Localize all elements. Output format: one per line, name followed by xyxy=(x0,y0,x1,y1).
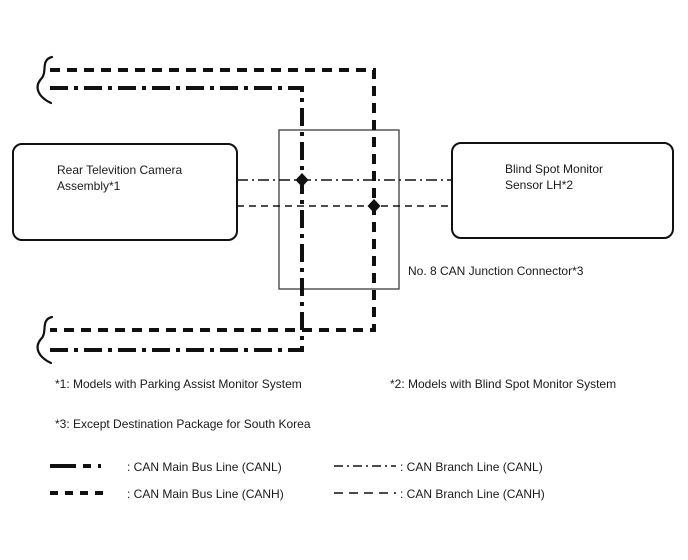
junction-box-label: No. 8 CAN Junction Connector*3 xyxy=(408,264,584,278)
can-main-bus-line-canh xyxy=(50,68,376,332)
footnote-3: *3: Except Destination Package for South… xyxy=(55,417,311,431)
junction-connector-box xyxy=(278,129,400,290)
right-box-label: Blind Spot Monitor Sensor LH*2 xyxy=(505,162,604,192)
right-component-box xyxy=(451,142,674,239)
left-component-box xyxy=(12,143,238,241)
wire-break-symbol-top xyxy=(36,55,54,105)
wire-break-symbol-bottom xyxy=(36,315,54,365)
legend-label-branch-canl: : CAN Branch Line (CANL) xyxy=(400,460,543,474)
left-box-label: Rear Televition Camera Assembly*1 xyxy=(57,163,183,193)
legend-label-branch-canh: : CAN Branch Line (CANH) xyxy=(400,487,545,501)
legend-label-main-canh: : CAN Main Bus Line (CANH) xyxy=(127,487,284,501)
junction-node-canh xyxy=(367,199,381,213)
footnote-1: *1: Models with Parking Assist Monitor S… xyxy=(55,377,302,391)
footnote-2: *2: Models with Blind Spot Monitor Syste… xyxy=(390,377,617,391)
legend-label-main-canl: : CAN Main Bus Line (CANL) xyxy=(127,460,282,474)
junction-node-canl xyxy=(295,173,309,187)
can-main-bus-line-canl xyxy=(50,86,304,352)
